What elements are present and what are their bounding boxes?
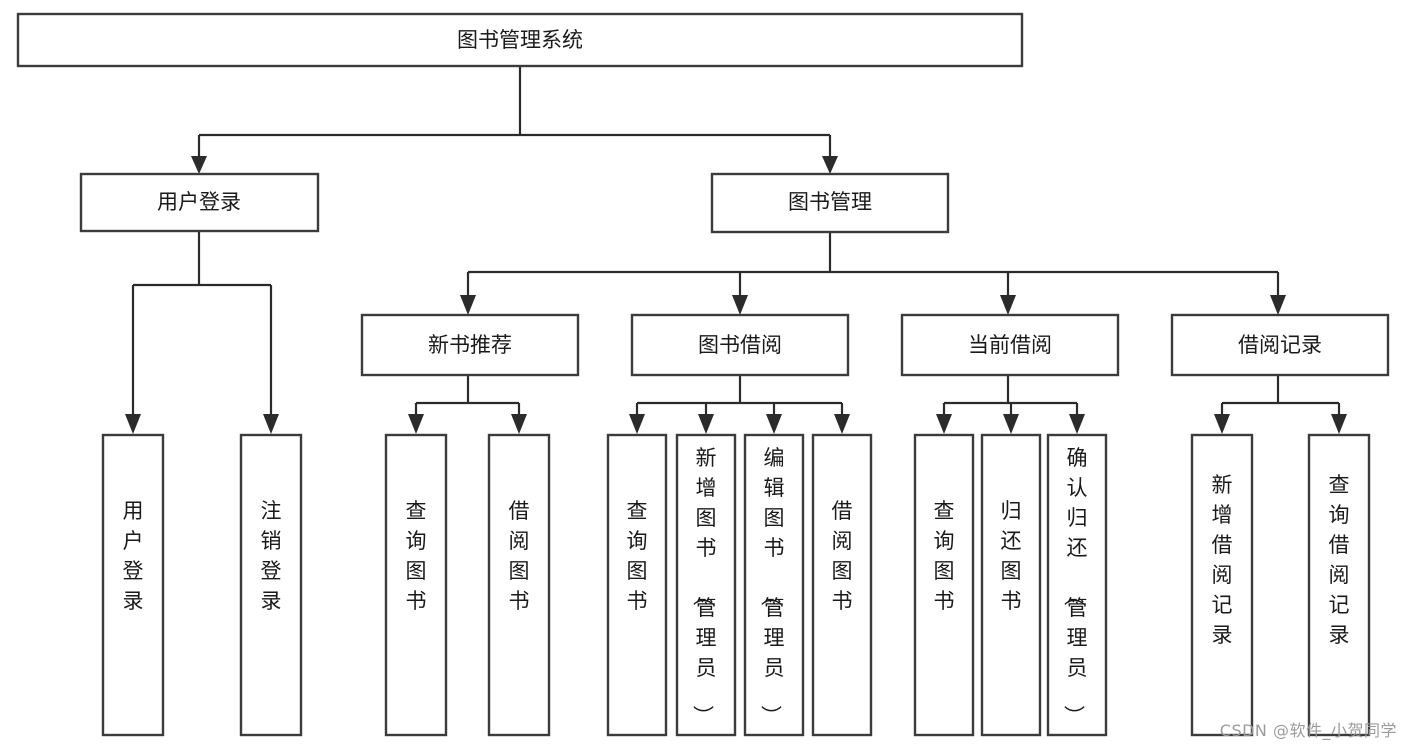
- leaf-node-query-book-recommend-box[interactable]: [384, 433, 448, 737]
- node-root-system[interactable]: 图书管理系统: [16, 12, 1024, 68]
- node-book-management-label: 图书管理: [788, 190, 872, 214]
- node-current-borrow-label: 当前借阅: [968, 333, 1052, 357]
- node-new-book-recommend-box[interactable]: [360, 313, 580, 377]
- leaf-node-borrow-book-box[interactable]: [811, 433, 873, 737]
- leaf-node-add-borrow-record[interactable]: 新增借阅记录: [1190, 433, 1254, 737]
- node-new-book-recommend-label: 新书推荐: [428, 333, 512, 357]
- leaf-node-add-book[interactable]: 新增图书（管理员）: [675, 433, 737, 737]
- connector-group-currentborrow: [936, 375, 1085, 434]
- node-book-management[interactable]: 图书管理: [710, 172, 950, 234]
- node-root-box[interactable]: [16, 12, 1024, 68]
- arrow-head-bookborrow-leaf-4: [834, 414, 850, 434]
- leaf-node-edit-book-box[interactable]: [743, 433, 805, 737]
- arrow-head-userlogin-leaf-2: [263, 414, 279, 434]
- connector-group-bookborrow: [629, 375, 850, 434]
- leaf-node-confirm-return-box[interactable]: [1046, 433, 1108, 737]
- arrow-head-newbook-leaf-1: [408, 414, 424, 434]
- leaf-node-query-book-recommend-label: 查询图书: [406, 499, 427, 613]
- node-user-login-box[interactable]: [79, 172, 320, 233]
- leaf-node-query-book-current-label: 查询图书: [934, 499, 955, 613]
- leaf-node-query-borrow-record[interactable]: 查询借阅记录: [1307, 433, 1371, 737]
- leaf-node-query-borrow-record-box[interactable]: [1307, 433, 1371, 737]
- arrow-head-newbook-leaf-2: [511, 414, 527, 434]
- node-user-login[interactable]: 用户登录: [79, 172, 320, 233]
- connector-group-root: [191, 66, 838, 174]
- arrow-head-currentborrow-leaf-3: [1069, 414, 1085, 434]
- arrow-head-bookmgmt: [822, 156, 838, 174]
- node-root-label: 图书管理系统: [457, 28, 583, 52]
- leaf-node-query-book-borrow-box[interactable]: [606, 433, 668, 737]
- node-book-management-box[interactable]: [710, 172, 950, 234]
- leaf-node-edit-book-label: 编辑图书（管理员）: [759, 446, 785, 726]
- arrow-head-bookborrow-leaf-2: [698, 414, 714, 434]
- node-book-borrow-label: 图书借阅: [698, 333, 782, 357]
- connector-group-userlogin: [125, 231, 279, 434]
- csdn-watermark: CSDN @软件_小贺同学: [1219, 721, 1397, 740]
- connector-group-newbook: [408, 375, 527, 434]
- leaf-node-borrow-book-recommend-box[interactable]: [487, 433, 551, 737]
- node-user-login-label: 用户登录: [157, 190, 241, 214]
- leaf-node-user-login-label: 用户登录: [123, 499, 144, 613]
- arrow-head-borrowrecord: [1270, 295, 1286, 315]
- node-book-borrow[interactable]: 图书借阅: [630, 313, 850, 377]
- connector-group-borrowrecord: [1214, 375, 1347, 434]
- node-borrow-record[interactable]: 借阅记录: [1170, 313, 1390, 377]
- leaf-node-add-book-label: 新增图书（管理员）: [691, 446, 717, 726]
- arrow-head-newbook: [460, 295, 476, 315]
- node-current-borrow-box[interactable]: [900, 313, 1120, 377]
- leaf-node-add-book-box[interactable]: [675, 433, 737, 737]
- leaf-node-add-borrow-record-box[interactable]: [1190, 433, 1254, 737]
- leaf-node-borrow-book-recommend[interactable]: 借阅图书: [487, 433, 551, 737]
- arrow-head-borrowrecord-leaf-1: [1214, 414, 1230, 434]
- leaf-node-borrow-book-label: 借阅图书: [832, 499, 853, 613]
- leaf-node-query-book-current[interactable]: 查询图书: [913, 433, 975, 737]
- arrow-head-bookborrow-leaf-3: [766, 414, 782, 434]
- node-borrow-record-label: 借阅记录: [1238, 333, 1322, 357]
- leaf-node-confirm-return-label: 确认归还（管理员）: [1062, 446, 1088, 726]
- arrow-head-currentborrow-leaf-2: [1003, 414, 1019, 434]
- leaf-node-query-book-borrow[interactable]: 查询图书: [606, 433, 668, 737]
- leaf-node-query-book-current-box[interactable]: [913, 433, 975, 737]
- leaf-node-logout-label: 注销登录: [261, 499, 282, 613]
- node-current-borrow[interactable]: 当前借阅: [900, 313, 1120, 377]
- leaf-node-borrow-book[interactable]: 借阅图书: [811, 433, 873, 737]
- leaf-node-user-login[interactable]: 用户登录: [101, 433, 165, 737]
- leaf-node-query-borrow-record-label: 查询借阅记录: [1329, 473, 1350, 647]
- leaf-node-borrow-book-recommend-label: 借阅图书: [509, 499, 530, 613]
- arrow-head-bookborrow: [732, 295, 748, 315]
- arrow-head-bookborrow-leaf-1: [629, 414, 645, 434]
- node-borrow-record-box[interactable]: [1170, 313, 1390, 377]
- arrow-head-userlogin: [191, 156, 207, 174]
- arrow-head-currentborrow: [1000, 295, 1016, 315]
- leaf-node-confirm-return[interactable]: 确认归还（管理员）: [1046, 433, 1108, 737]
- leaf-node-edit-book[interactable]: 编辑图书（管理员）: [743, 433, 805, 737]
- arrow-head-userlogin-leaf-1: [125, 414, 141, 434]
- leaf-node-return-book[interactable]: 归还图书: [980, 433, 1042, 737]
- leaf-node-logout-box[interactable]: [239, 433, 303, 737]
- node-new-book-recommend[interactable]: 新书推荐: [360, 313, 580, 377]
- node-book-borrow-box[interactable]: [630, 313, 850, 377]
- leaf-node-add-borrow-record-label: 新增借阅记录: [1212, 473, 1233, 647]
- leaf-node-user-login-box[interactable]: [101, 433, 165, 737]
- leaf-node-return-book-box[interactable]: [980, 433, 1042, 737]
- leaf-node-query-book-recommend[interactable]: 查询图书: [384, 433, 448, 737]
- arrow-head-borrowrecord-leaf-2: [1331, 414, 1347, 434]
- connector-group-bookmgmt: [460, 232, 1286, 315]
- arrow-head-currentborrow-leaf-1: [936, 414, 952, 434]
- leaf-node-logout[interactable]: 注销登录: [239, 433, 303, 737]
- leaf-node-query-book-borrow-label: 查询图书: [627, 499, 648, 613]
- leaf-node-return-book-label: 归还图书: [1001, 499, 1022, 613]
